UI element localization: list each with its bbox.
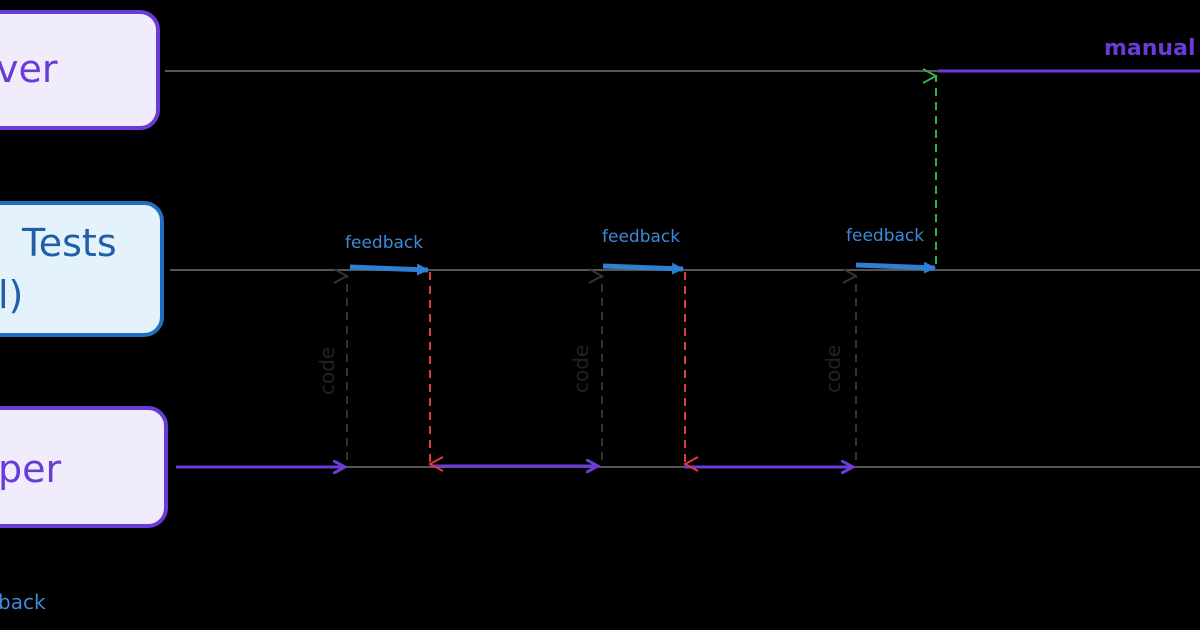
feedback-label-1: feedback <box>345 233 423 253</box>
feedback-arrow-2 <box>602 262 684 275</box>
lane-label-middle-line1: Tests <box>21 221 117 265</box>
code-label-3: code <box>821 345 845 393</box>
feedback-arrow-3 <box>855 261 936 274</box>
feedback-label-3: feedback <box>846 226 924 246</box>
lane-label-middle-line2: l) <box>0 273 23 317</box>
manual-label: manual <box>1104 36 1195 61</box>
lane-box-top <box>0 10 160 130</box>
feedback-arrow-1 <box>349 263 429 276</box>
code-label-2: code <box>569 345 593 393</box>
lane-box-bottom <box>0 406 168 528</box>
lane-box-middle <box>0 201 164 337</box>
feedback-label-2: feedback <box>602 227 680 247</box>
footer-label: back <box>0 590 46 614</box>
code-label-1: code <box>315 347 339 395</box>
lane-label-top: ver <box>0 47 58 91</box>
lane-label-bottom: per <box>0 447 62 491</box>
